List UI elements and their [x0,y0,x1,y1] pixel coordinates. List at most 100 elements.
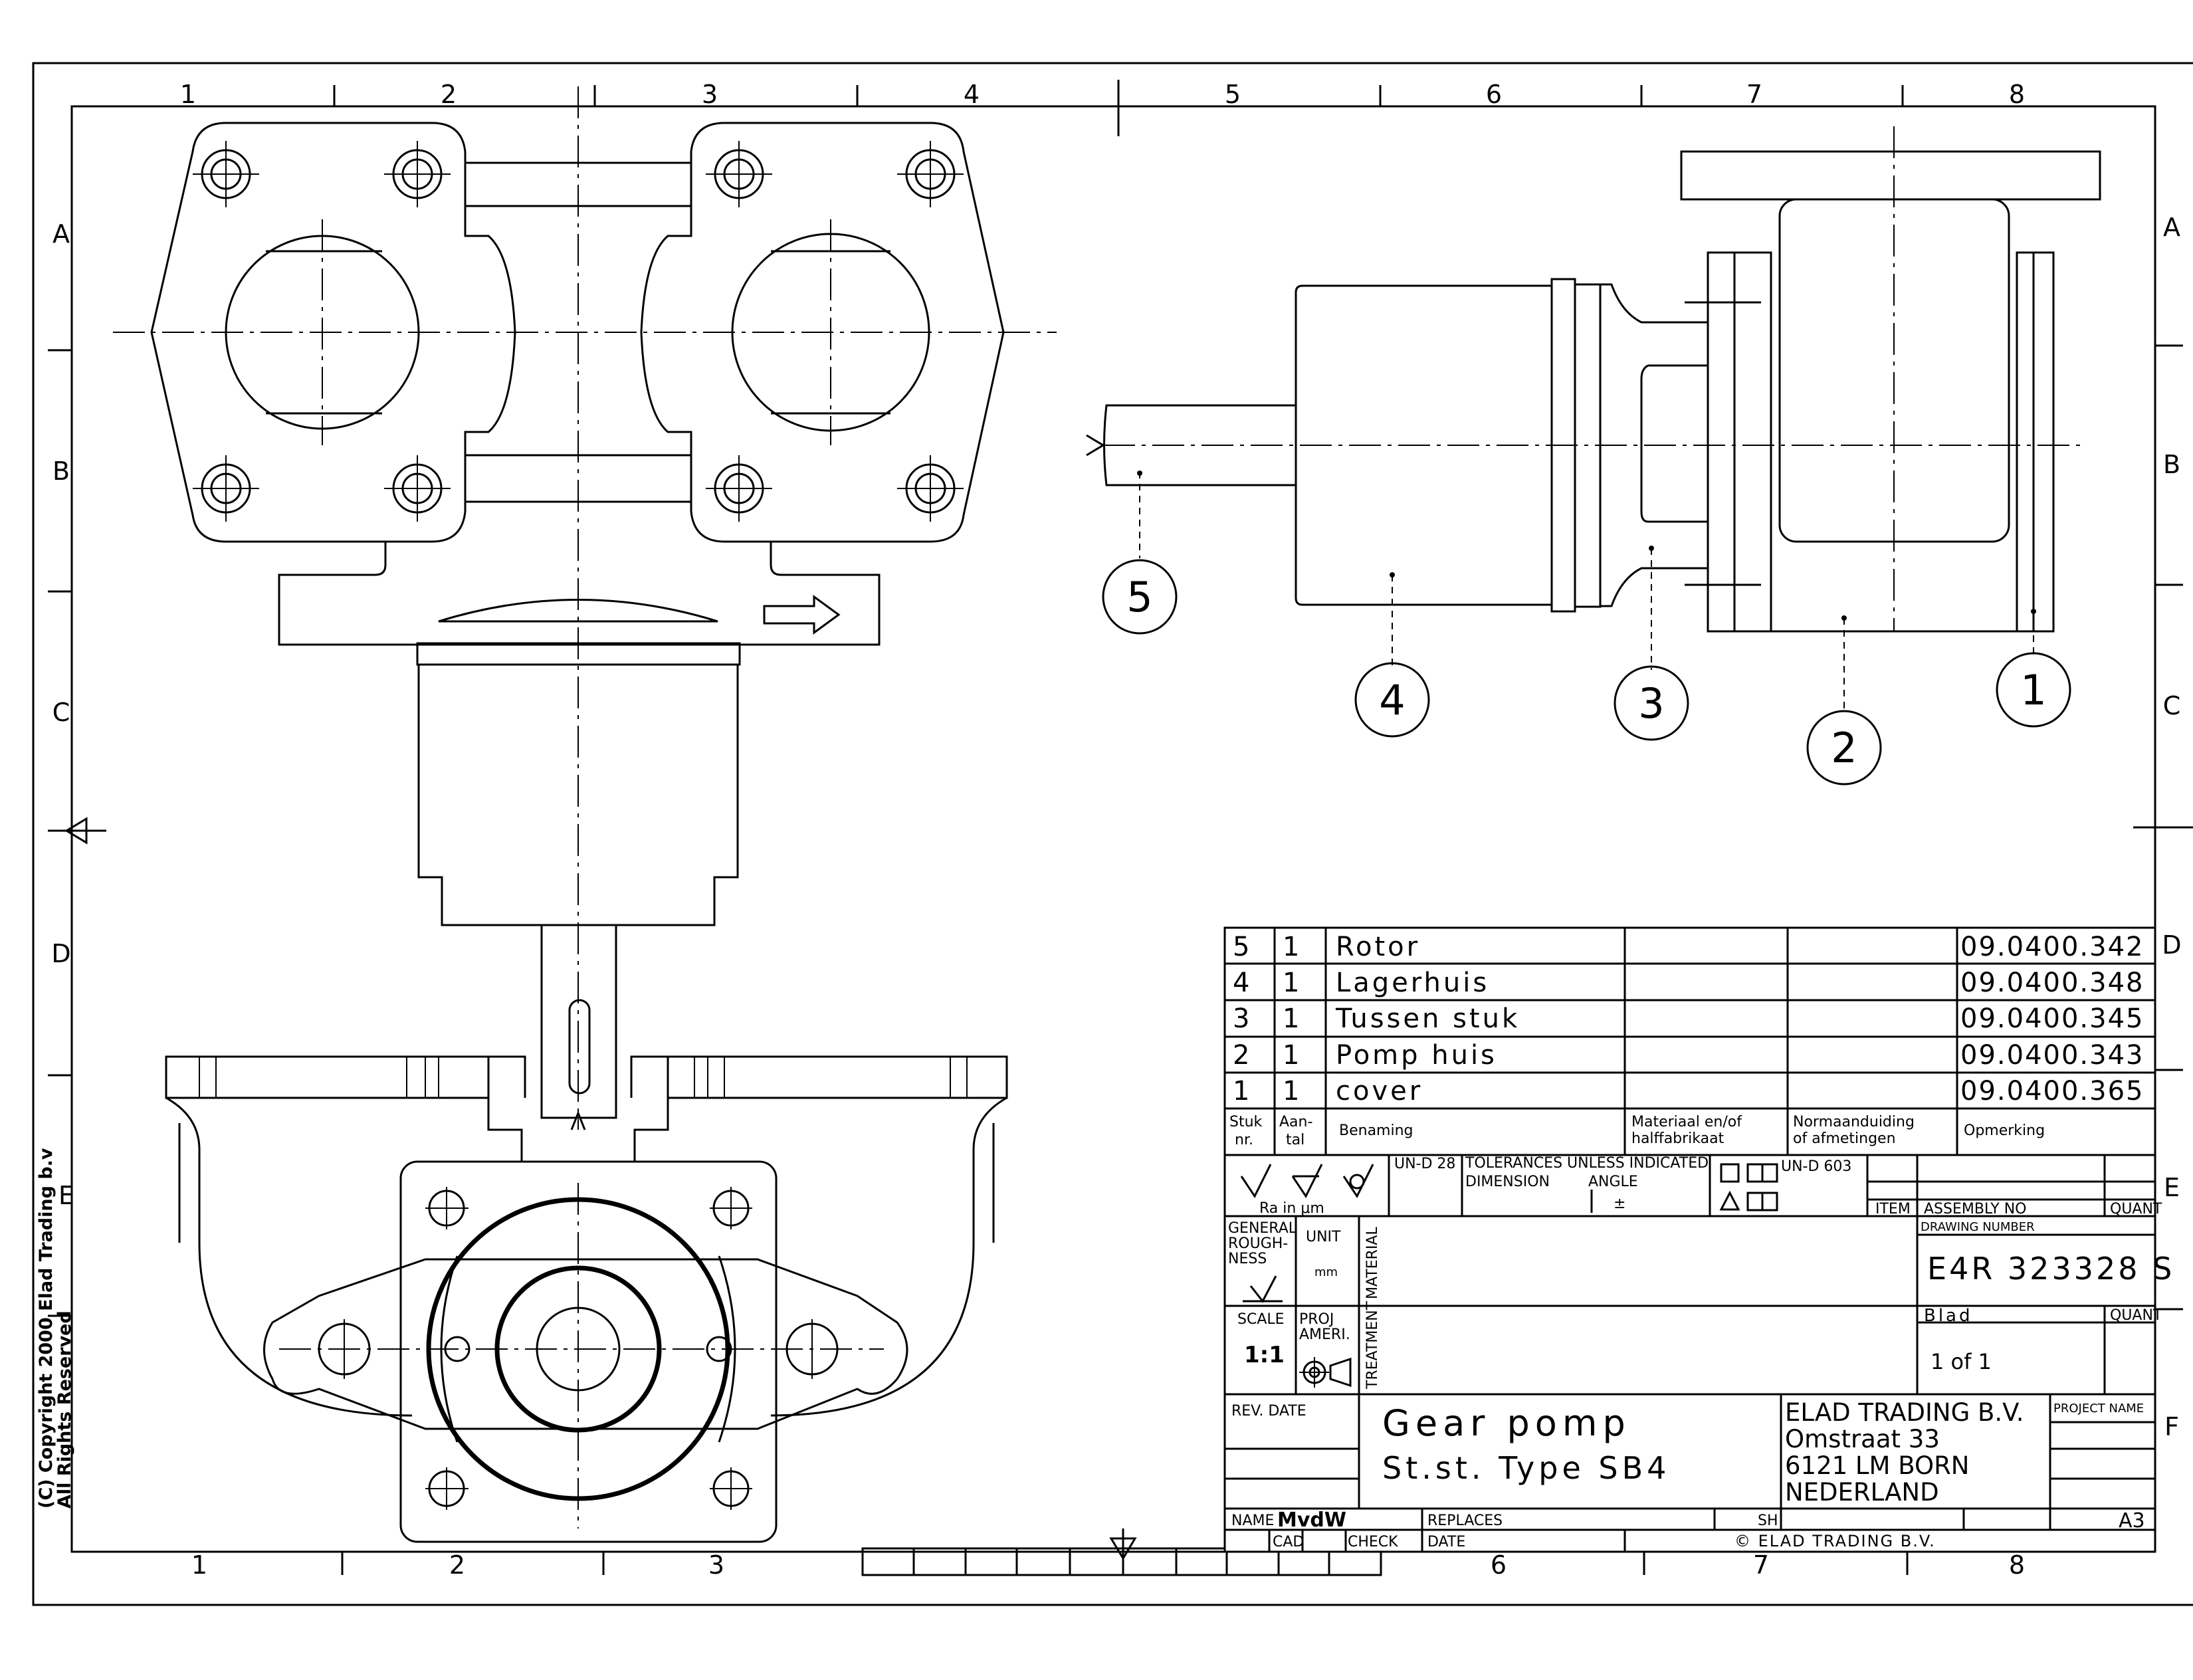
copyright-company: © ELAD TRADING B.V. [1734,1532,1936,1550]
drawing-title-1: Gear pomp [1382,1402,1631,1444]
header-norm-1: Normaanduiding [1793,1114,1915,1130]
cad-label: CAD [1273,1534,1304,1550]
material-label: MATERIAL [1364,1227,1381,1299]
header-opmerking: Opmerking [1964,1122,2045,1139]
header-benaming: Benaming [1339,1122,1413,1139]
company-country: NEDERLAND [1785,1478,1939,1507]
date-label: DATE [1427,1534,1465,1550]
standard-und28: UN-D 28 [1394,1156,1455,1172]
drawing-number: E4R 323328 S [1927,1251,2174,1287]
part-row-2-name: Lagerhuis [1336,968,1489,998]
zone-col-top-2: 2 [441,80,457,109]
part-row-5-name: cover [1336,1076,1423,1106]
part-row-1-item: 5 [1233,932,1249,962]
zone-col-top-1: 1 [180,80,196,109]
part-row-5-qty: 1 [1283,1076,1299,1106]
company-city: 6121 LM BORN [1785,1451,1969,1480]
balloon-2: 2 [1806,710,1882,786]
zone-row-right-f: F [2164,1412,2179,1441]
sheet-frame [32,62,2193,1606]
part-row-4-item: 2 [1233,1040,1249,1071]
unit-value: mm [1314,1265,1338,1279]
zone-col-top-6: 6 [1486,80,1502,109]
copyright-line-1: (C) Copyright 2000 Elad Trading b.v [36,1148,56,1509]
title-block: UN-D 28 TOLERANCES UNLESS INDICATED DIME… [1223,1154,2174,1553]
svg-text:5: 5 [1126,573,1152,621]
proj-type: AMERI. [1299,1326,1350,1343]
zone-row-left-c: C [52,698,70,727]
zone-row-right-a: A [2163,213,2180,242]
rev-date-label: REV. DATE [1231,1403,1306,1419]
part-row-5-item: 1 [1233,1076,1249,1106]
balloon-3: 3 [1614,665,1689,741]
zone-col-top-4: 4 [964,80,980,109]
part-row-1-qty: 1 [1283,932,1299,962]
header-materiaal-2: halffabrikaat [1631,1130,1724,1147]
zone-row-left-a: A [52,219,70,249]
top-view [113,86,1057,1130]
zone-row-right-c: C [2163,691,2181,720]
part-row-3-name: Tussen stuk [1335,1003,1520,1034]
name-label: NAME [1231,1513,1274,1529]
proj-label: PROJ [1299,1311,1334,1328]
svg-text:1: 1 [2020,666,2046,714]
part-row-3-qty: 1 [1283,1003,1299,1034]
parts-list: 5 1 Rotor 09.0400.342 4 1 Lagerhuis 09.0… [1223,926,2156,1156]
angle-label: ANGLE [1588,1174,1638,1190]
drawing-title-2: St.st. Type SB4 [1382,1450,1670,1486]
blad-label: Blad [1924,1306,1973,1326]
general-roughness-2: ROUGH- [1228,1235,1288,1252]
zone-col-bottom-6: 6 [1491,1550,1507,1580]
zone-col-bottom-1: 1 [191,1550,207,1580]
balloon-5: 5 [1102,559,1178,635]
scale-value: 1:1 [1244,1342,1285,1368]
part-row-1-name: Rotor [1336,932,1420,962]
zone-row-right-e: E [2164,1173,2180,1202]
part-row-2-qty: 1 [1283,968,1299,998]
balloon-1: 1 [1996,652,2071,728]
part-row-5-code: 09.0400.365 [1960,1076,2144,1106]
header-aan: Aan- [1279,1114,1312,1130]
sheet-count: 1 of 1 [1931,1349,1992,1374]
drawing-number-label: DRAWING NUMBER [1921,1220,2035,1234]
quant-label-2: QUANT [2110,1307,2162,1324]
side-view [1086,126,2101,712]
tolerances-title: TOLERANCES UNLESS INDICATED [1465,1155,1709,1172]
treatment-label: TREATMENT [1364,1301,1381,1390]
roughness-unit: Ra in μm [1259,1200,1324,1217]
part-row-4-code: 09.0400.343 [1960,1040,2144,1071]
zone-row-left-e: E [58,1181,74,1210]
general-roughness-1: GENERAL [1228,1220,1297,1237]
zone-row-left-d: D [51,939,70,968]
zone-col-bottom-2: 2 [449,1550,465,1580]
author-name: MvdW [1277,1509,1346,1532]
part-row-4-name: Pomp huis [1336,1040,1497,1071]
zone-grid [48,80,2193,1576]
part-row-2-code: 09.0400.348 [1960,968,2144,998]
zone-col-top-7: 7 [1746,80,1762,109]
svg-text:3: 3 [1638,679,1664,728]
header-nr: nr. [1235,1132,1253,1148]
header-tal: tal [1286,1132,1305,1148]
check-label: CHECK [1348,1534,1398,1550]
zone-row-right-b: B [2163,450,2180,479]
paper-format: A3 [2119,1509,2145,1532]
unit-label: UNIT [1306,1229,1341,1245]
zone-col-top-3: 3 [702,80,718,109]
zone-col-bottom-8: 8 [2009,1550,2025,1580]
angle-plusminus: ± [1614,1196,1625,1212]
replaces-label: REPLACES [1427,1513,1503,1529]
svg-text:2: 2 [1831,724,1857,772]
part-row-1-code: 09.0400.342 [1960,932,2144,962]
standard-und603: UN-D 603 [1781,1158,1851,1175]
front-view [165,1055,1008,1543]
scale-label: SCALE [1237,1311,1285,1328]
zone-col-top-8: 8 [2009,80,2025,109]
dimension-label: DIMENSION [1465,1174,1550,1190]
quant-label-1: QUANT [2110,1201,2162,1217]
balloon-4: 4 [1354,662,1430,738]
part-row-3-item: 3 [1233,1003,1249,1034]
sh-label: SH [1758,1513,1778,1529]
company-street: Omstraat 33 [1785,1425,1940,1453]
